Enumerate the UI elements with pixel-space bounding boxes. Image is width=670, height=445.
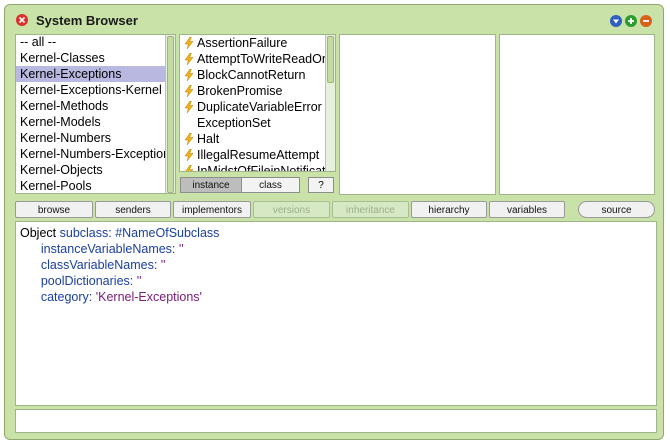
class-item[interactable]: DuplicateVariableError [180, 99, 325, 115]
code-keyword-instvars: instanceVariableNames: [40, 242, 179, 256]
source-button[interactable]: source [578, 201, 655, 218]
minimize-icon [643, 20, 649, 22]
window-title: System Browser [36, 13, 138, 28]
class-item[interactable]: Halt [180, 131, 325, 147]
category-item[interactable]: Kernel-Numbers-Exceptions [20, 147, 165, 161]
category-item[interactable]: Kernel-Numbers [20, 131, 112, 145]
exception-bolt-icon [184, 101, 194, 113]
minimize-button[interactable] [640, 15, 652, 27]
code-superclass: Object [20, 226, 57, 240]
exception-bolt-icon [184, 53, 194, 65]
title-bar[interactable]: System Browser [5, 5, 663, 33]
code-classvars-value: '' [160, 258, 166, 272]
help-button[interactable]: ? [308, 177, 334, 193]
instance-class-toggle: instance class [180, 177, 300, 193]
class-item-label: ExceptionSet [197, 116, 271, 130]
collapse-button[interactable] [610, 15, 622, 27]
category-item[interactable]: Kernel-Exceptions-Kernel [20, 83, 162, 97]
close-button[interactable] [16, 14, 28, 26]
category-item[interactable]: Kernel-Classes [20, 51, 105, 65]
class-item[interactable]: InMidstOfFileinNotification [180, 163, 325, 171]
class-item-label: IllegalResumeAttempt [197, 148, 320, 162]
method-list-pane[interactable] [499, 34, 655, 195]
class-item-label: DuplicateVariableError [197, 100, 322, 114]
class-item-label: AssertionFailure [197, 36, 288, 50]
class-item[interactable]: BrokenPromise [180, 83, 325, 99]
category-item[interactable]: Kernel-Pools [20, 179, 92, 193]
category-item[interactable]: Kernel-Objects [20, 163, 103, 177]
category-scrollbar[interactable] [165, 35, 175, 193]
annotation-pane[interactable] [15, 409, 657, 433]
category-item[interactable]: -- all -- [20, 35, 57, 49]
class-toggle[interactable]: class [241, 177, 300, 193]
code-instvars-value: '' [178, 242, 184, 256]
class-item[interactable]: IllegalResumeAttempt [180, 147, 325, 163]
code-keyword-classvars: classVariableNames: [40, 258, 161, 272]
close-icon [18, 16, 26, 24]
class-item-label: BlockCannotReturn [197, 68, 306, 82]
code-keyword-category: category: [40, 290, 96, 304]
expand-icon [628, 18, 634, 24]
implementors-button[interactable]: implementors [173, 201, 251, 218]
browser-toolbar: browse senders implementors versions inh… [15, 201, 655, 219]
class-item[interactable]: AssertionFailure [180, 35, 325, 51]
category-scroll-thumb[interactable] [167, 36, 174, 193]
inheritance-button[interactable]: inheritance [332, 201, 409, 218]
exception-bolt-icon [184, 149, 194, 161]
browse-button[interactable]: browse [15, 201, 93, 218]
collapse-icon [613, 19, 619, 24]
category-item[interactable]: Kernel-Exceptions [16, 66, 165, 82]
class-item-label: BrokenPromise [197, 84, 283, 98]
category-item[interactable]: Kernel-Methods [20, 99, 109, 113]
class-item-label: Halt [197, 132, 220, 146]
class-scroll-thumb[interactable] [327, 36, 334, 83]
exception-bolt-icon [184, 133, 194, 145]
exception-bolt-icon [184, 69, 194, 81]
senders-button[interactable]: senders [95, 201, 171, 218]
class-item-label: InMidstOfFileinNotification [197, 164, 325, 171]
code-keyword-pooldicts: poolDictionaries: [40, 274, 137, 288]
variables-button[interactable]: variables [489, 201, 565, 218]
code-pooldicts-value: '' [136, 274, 142, 288]
versions-button[interactable]: versions [253, 201, 330, 218]
protocol-list-pane[interactable] [339, 34, 496, 195]
exception-bolt-icon [185, 165, 194, 171]
instance-toggle[interactable]: instance [180, 177, 242, 193]
code-category-value: 'Kernel-Exceptions' [95, 290, 202, 304]
code-class-symbol: #NameOfSubclass [115, 226, 220, 240]
class-item[interactable]: ExceptionSet [180, 115, 325, 131]
exception-bolt-icon [184, 37, 194, 49]
class-scrollbar[interactable] [325, 35, 335, 171]
expand-button[interactable] [625, 15, 637, 27]
hierarchy-button[interactable]: hierarchy [411, 201, 487, 218]
class-item-label: AttemptToWriteReadOnly [197, 52, 325, 66]
category-item[interactable]: Kernel-Models [20, 115, 101, 129]
class-item[interactable]: BlockCannotReturn [180, 67, 325, 83]
code-keyword-subclass: subclass: [56, 226, 116, 240]
exception-bolt-icon [184, 85, 194, 97]
class-item[interactable]: AttemptToWriteReadOnly [180, 51, 325, 67]
code-editor[interactable]: Object subclass: #NameOfSubclass instanc… [15, 221, 657, 406]
